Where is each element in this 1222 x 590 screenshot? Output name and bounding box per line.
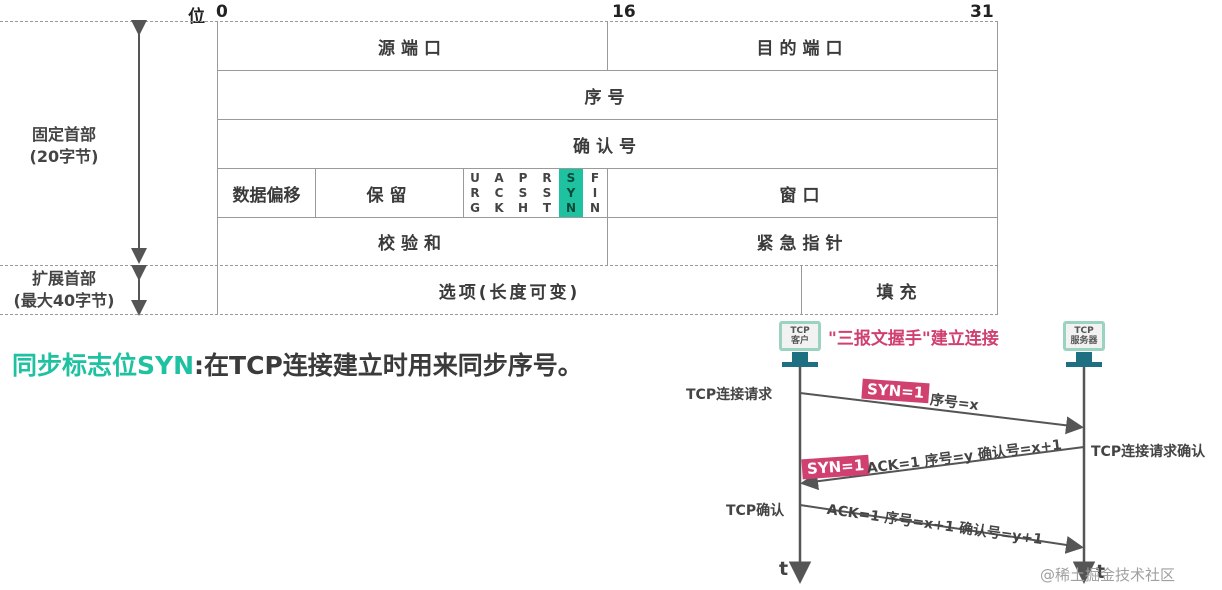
bit-0-label: 0	[216, 2, 228, 22]
checksum-field: 校验和	[378, 234, 447, 254]
reserved-field: 保留	[366, 185, 413, 206]
sequence-number-field: 序号	[584, 87, 631, 108]
client-stand-icon	[792, 352, 808, 362]
fixed-header-label: 固定首部 (20字节)	[29, 125, 99, 166]
connection-request-label: TCP连接请求	[686, 387, 773, 403]
bit-position-label: 位	[188, 7, 205, 27]
syn-caption: 同步标志位SYN:在TCP连接建立时用来同步序号。	[12, 346, 583, 382]
extended-header-label: 扩展首部 (最大40字节)	[13, 269, 115, 310]
urgent-pointer-field: 紧急指针	[756, 234, 849, 254]
handshake-timeline	[788, 367, 1096, 584]
data-offset-field: 数据偏移	[232, 185, 301, 206]
dest-port-field: 目的端口	[756, 38, 849, 59]
header-size-arrows	[131, 20, 147, 316]
request-confirm-label: TCP连接请求确认	[1091, 444, 1206, 460]
handshake-title: "三报文握手"建立连接	[828, 329, 999, 349]
padding-field: 填充	[876, 282, 923, 303]
server-stand-icon	[1076, 352, 1092, 362]
client-time-label: t	[779, 558, 789, 580]
window-field: 窗口	[779, 185, 826, 206]
server-base-icon	[1066, 362, 1102, 367]
caption-text: :在TCP连接建立时用来同步序号。	[194, 351, 583, 380]
bit-16-label: 16	[612, 2, 636, 22]
caption-highlight: 同步标志位SYN	[12, 351, 195, 380]
bit-31-label: 31	[970, 2, 994, 22]
source-port-field: 源端口	[378, 38, 447, 59]
watermark: @稀土掘金技术社区	[1040, 566, 1176, 584]
options-field: 选项(长度可变)	[438, 282, 581, 303]
tcp-ack-label: TCP确认	[726, 503, 785, 519]
server-time-label: t	[1096, 561, 1106, 583]
client-base-icon	[782, 362, 818, 367]
ack-number-field: 确认号	[573, 136, 642, 157]
